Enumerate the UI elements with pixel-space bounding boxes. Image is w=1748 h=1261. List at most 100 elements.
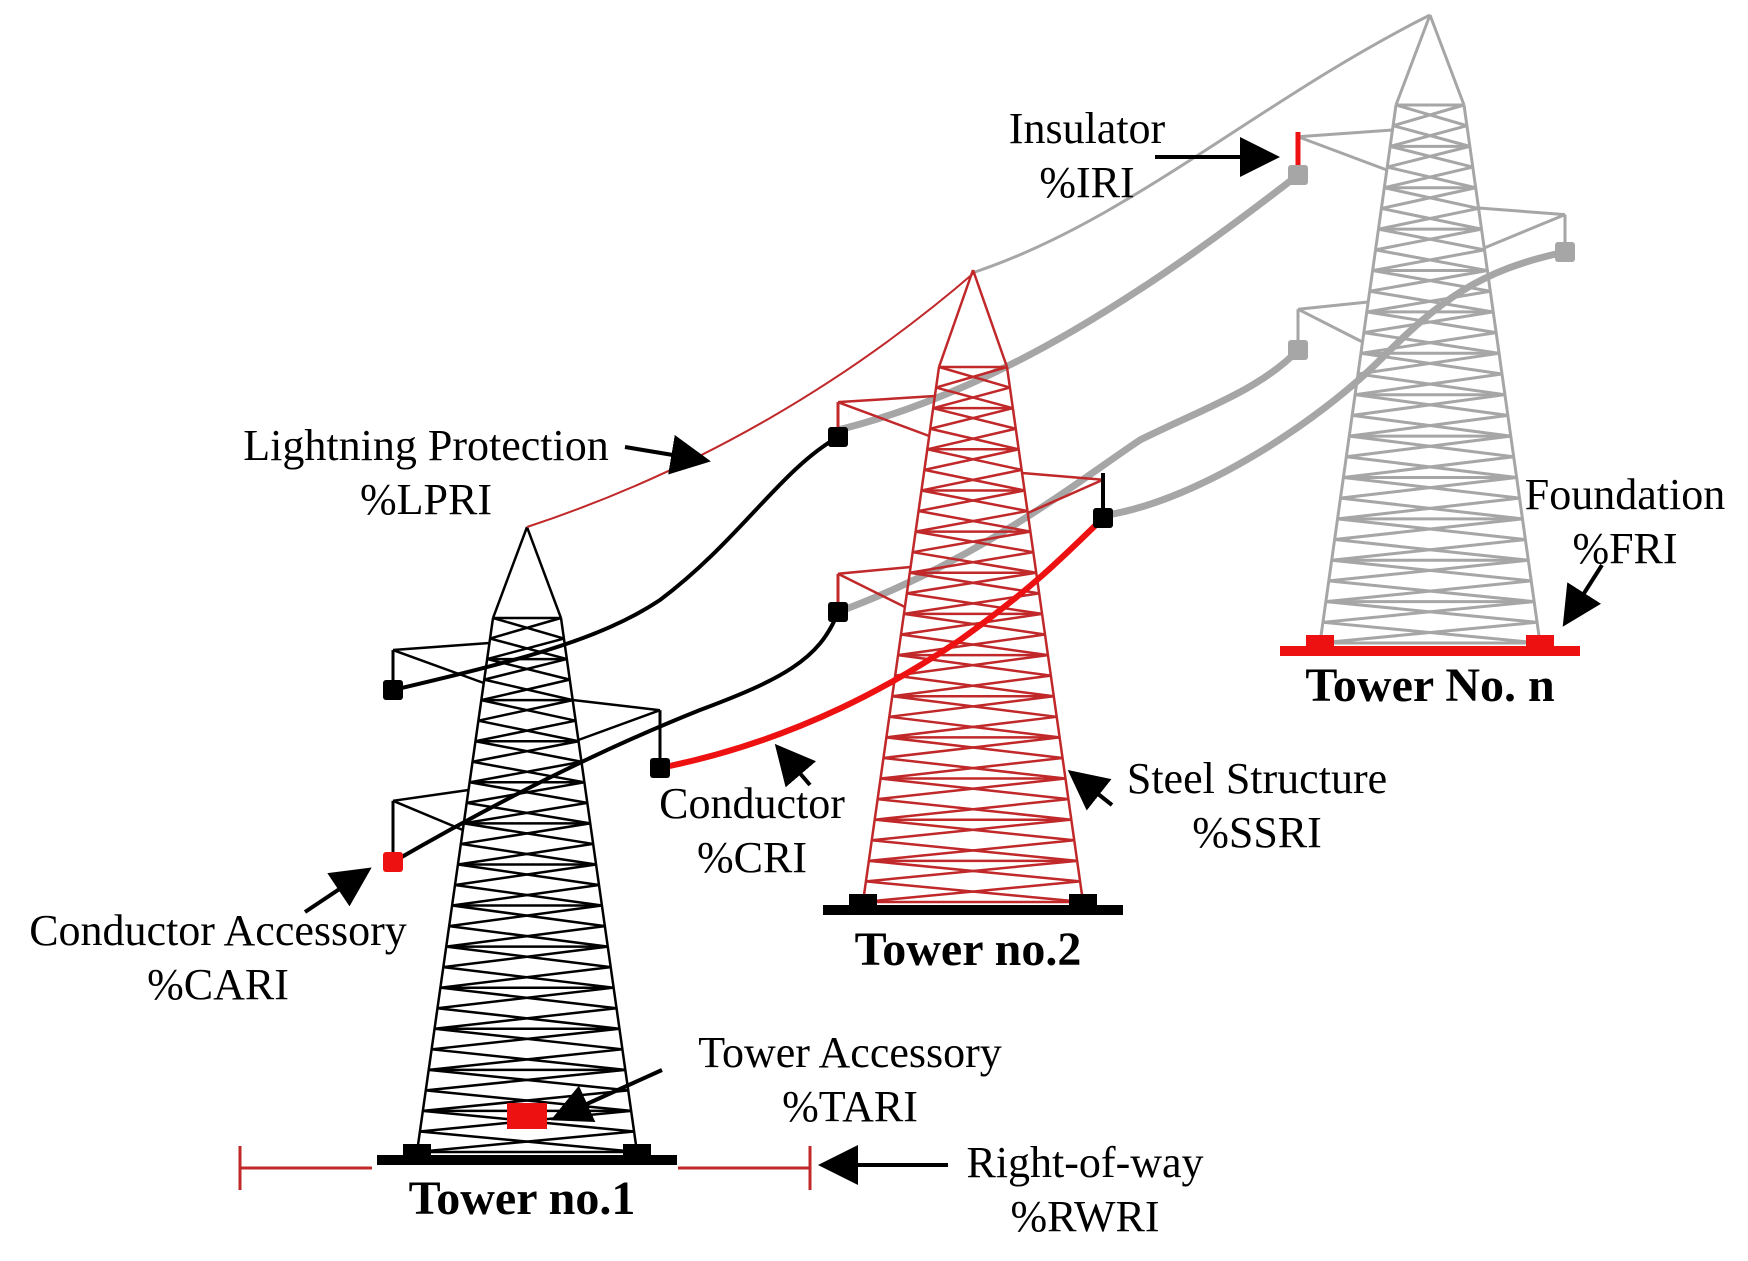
cross-arm — [1478, 206, 1566, 217]
foundation-icon — [623, 1144, 651, 1158]
tower-brace — [416, 1130, 635, 1154]
tower-brace — [463, 801, 588, 825]
cross-arm — [837, 572, 906, 609]
tower-brace — [466, 781, 585, 805]
clamp-icon — [383, 852, 403, 872]
cross-arm — [1027, 478, 1104, 515]
tower-brace — [437, 986, 614, 1010]
tower-brace — [1354, 372, 1503, 397]
tower-n — [1280, 14, 1580, 656]
tower-accessory-label: Tower Accessory — [698, 1028, 1002, 1077]
tower-peak — [937, 269, 975, 368]
tower-brace — [909, 550, 1034, 575]
tower-brace — [915, 509, 1028, 533]
clamp-icon — [1288, 340, 1308, 360]
tower-accessory-box — [507, 1103, 547, 1129]
tower-brace — [460, 822, 591, 846]
tower-brace — [478, 698, 573, 722]
tower-brace — [1340, 475, 1517, 500]
tower-peak — [971, 269, 1009, 368]
tower-brace — [1383, 165, 1474, 190]
tower-brace — [448, 904, 603, 928]
cross-arm — [1297, 128, 1393, 139]
tower-peak — [1428, 14, 1466, 106]
tower-brace — [880, 756, 1063, 780]
clamp-icon — [828, 427, 848, 447]
tower-brace — [1331, 538, 1526, 562]
tower-brace — [443, 945, 608, 969]
tower-brace — [434, 1006, 617, 1031]
wires-front — [391, 271, 1106, 864]
cross-arm — [1297, 135, 1388, 172]
tower-brace — [469, 760, 582, 784]
tower-brace — [1375, 227, 1482, 252]
tower-brace — [929, 406, 1014, 430]
tower-brace — [475, 719, 576, 743]
steel-structure-code: %SSRI — [1192, 808, 1322, 857]
lightning-protection-label: Lightning Protection — [243, 421, 608, 470]
conductor-code: %CRI — [697, 833, 807, 882]
tower-brace — [1334, 517, 1523, 542]
right-of-way-code: %RWRI — [1010, 1192, 1159, 1241]
tower-brace — [1343, 455, 1514, 479]
tower-brace — [906, 571, 1037, 595]
arrow-icon — [303, 867, 372, 914]
tower-brace — [1389, 124, 1468, 148]
arrow-icon — [624, 435, 711, 475]
tower-brace — [1328, 558, 1529, 583]
tower-brace — [862, 880, 1081, 904]
clamp-icon — [1288, 165, 1308, 185]
tower-brace — [918, 489, 1025, 513]
foundation-icon — [403, 1144, 431, 1158]
tower-brace — [1322, 600, 1535, 624]
foundation-icon — [1306, 635, 1334, 649]
tower-2 — [823, 269, 1123, 915]
tower-brace — [1386, 144, 1471, 169]
tower-brace — [927, 427, 1017, 451]
lightning-protection-code: %LPRI — [360, 475, 492, 524]
tower-brace — [935, 365, 1008, 389]
clamp-icon — [1093, 508, 1113, 528]
tower-brace — [871, 818, 1072, 842]
clamp-icon — [650, 758, 670, 778]
tower-brace — [454, 863, 597, 887]
arrow-icon — [1562, 563, 1604, 627]
tower-brace — [886, 715, 1057, 739]
insulator-code: %IRI — [1039, 158, 1134, 207]
cross-arm — [837, 565, 911, 575]
tower-accessory-code: %TARI — [782, 1082, 918, 1131]
tower-brace — [889, 694, 1054, 719]
arrow-icon — [1067, 770, 1114, 811]
tower-brace — [425, 1068, 626, 1092]
foundation-icon — [1069, 894, 1097, 908]
conductor-accessory-label: Conductor Accessory — [29, 906, 407, 955]
insulator-label: Insulator — [1009, 104, 1166, 153]
tower-1-name: Tower no.1 — [409, 1172, 636, 1225]
tower-peak — [1394, 14, 1432, 106]
tower-brace — [1319, 620, 1538, 645]
arrow-icon — [774, 743, 817, 788]
tower-brace — [431, 1027, 620, 1051]
tower-brace — [1351, 393, 1506, 417]
tower-peak — [491, 526, 529, 619]
cross-arm — [392, 641, 490, 652]
cross-arm — [837, 400, 930, 438]
tower-brace — [1325, 579, 1532, 604]
labels: Insulator %IRI Lightning Protection %LPR… — [29, 104, 1725, 1241]
cross-arm — [1021, 471, 1104, 481]
lightning-ground-wire — [526, 271, 976, 528]
conductor-black-top — [392, 435, 839, 692]
tower-brace — [489, 616, 562, 640]
tower-brace — [921, 468, 1022, 492]
conductor-gray-top — [837, 172, 1301, 434]
tower-brace — [1357, 351, 1500, 376]
tower-brace — [894, 653, 1049, 677]
cross-arm — [1297, 300, 1369, 311]
foundation-icon — [1526, 635, 1554, 649]
tower-brace — [1366, 289, 1491, 314]
tower-brace — [1360, 331, 1497, 355]
arrow-icon — [550, 1068, 663, 1123]
cross-arm — [1297, 307, 1364, 344]
clamps — [383, 165, 1575, 872]
